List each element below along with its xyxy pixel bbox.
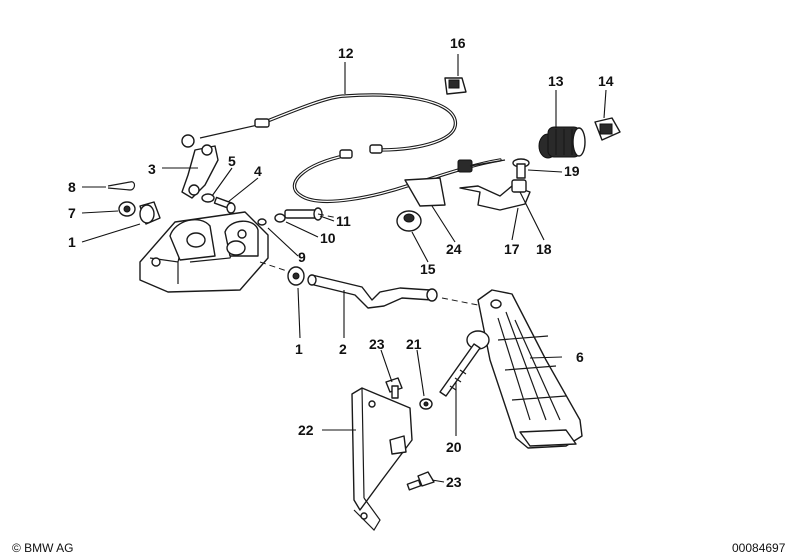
callout-23-upper: 23 xyxy=(369,336,385,352)
bush-1-lower[interactable] xyxy=(287,266,305,286)
callout-3: 3 xyxy=(148,161,156,177)
callout-6: 6 xyxy=(576,349,584,365)
callout-5: 5 xyxy=(228,153,236,169)
callout-4: 4 xyxy=(254,163,262,179)
callout-14: 14 xyxy=(598,73,614,89)
callout-9: 9 xyxy=(298,249,306,265)
clip-16[interactable] xyxy=(444,77,467,95)
bearing-block[interactable] xyxy=(139,211,269,293)
rubber-boot-13[interactable] xyxy=(538,126,586,159)
callout-13: 13 xyxy=(548,73,564,89)
callouts: 12 16 13 14 19 3 5 4 8 7 1 11 10 9 15 24… xyxy=(68,35,614,490)
guide-line-pedal xyxy=(441,297,479,306)
callout-11: 11 xyxy=(336,213,351,229)
callout-20: 20 xyxy=(446,439,462,455)
bush-1-upper[interactable] xyxy=(139,201,161,225)
guide-line-bracket xyxy=(317,213,339,219)
callout-18: 18 xyxy=(536,241,552,257)
callout-7: 7 xyxy=(68,205,76,221)
bolt-20[interactable] xyxy=(439,330,490,397)
callout-1-upper: 1 xyxy=(68,234,76,250)
clip-14[interactable] xyxy=(594,117,621,141)
copyright-text: © BMW AG xyxy=(12,541,74,555)
screw-23-upper[interactable] xyxy=(385,377,403,399)
accelerator-cable-12[interactable] xyxy=(181,93,457,154)
bolt-19[interactable] xyxy=(512,158,530,179)
callout-12: 12 xyxy=(338,45,354,61)
callout-24: 24 xyxy=(446,241,462,257)
shaft-2[interactable] xyxy=(307,274,438,309)
nut-21[interactable] xyxy=(419,398,433,410)
lever-3[interactable] xyxy=(181,144,219,199)
washer-5[interactable] xyxy=(201,193,215,203)
callout-17: 17 xyxy=(504,241,520,257)
callout-22: 22 xyxy=(298,422,314,438)
callout-10: 10 xyxy=(320,230,336,246)
accelerator-cable-24[interactable] xyxy=(292,149,506,207)
callout-16: 16 xyxy=(450,35,466,51)
bushing-15[interactable] xyxy=(396,210,422,232)
pedal-6[interactable] xyxy=(477,289,583,449)
screw-assembly-9-10-11[interactable] xyxy=(257,207,323,226)
callout-15: 15 xyxy=(420,261,436,277)
callout-8: 8 xyxy=(68,179,76,195)
guide-line-shaft xyxy=(259,261,291,273)
callout-23-lower: 23 xyxy=(446,474,462,490)
diagram-id: 00084697 xyxy=(732,541,786,555)
screw-23-lower[interactable] xyxy=(406,471,435,491)
callout-21: 21 xyxy=(406,336,422,352)
bolt-4[interactable] xyxy=(213,196,236,214)
split-pin-8[interactable] xyxy=(107,181,136,191)
callout-1-lower: 1 xyxy=(295,341,303,357)
callout-19: 19 xyxy=(564,163,580,179)
bush-7[interactable] xyxy=(118,201,136,217)
callout-2: 2 xyxy=(339,341,347,357)
bracket-17[interactable] xyxy=(459,179,531,211)
bracket-plate-22[interactable] xyxy=(351,387,413,531)
leader-lines xyxy=(81,54,607,483)
